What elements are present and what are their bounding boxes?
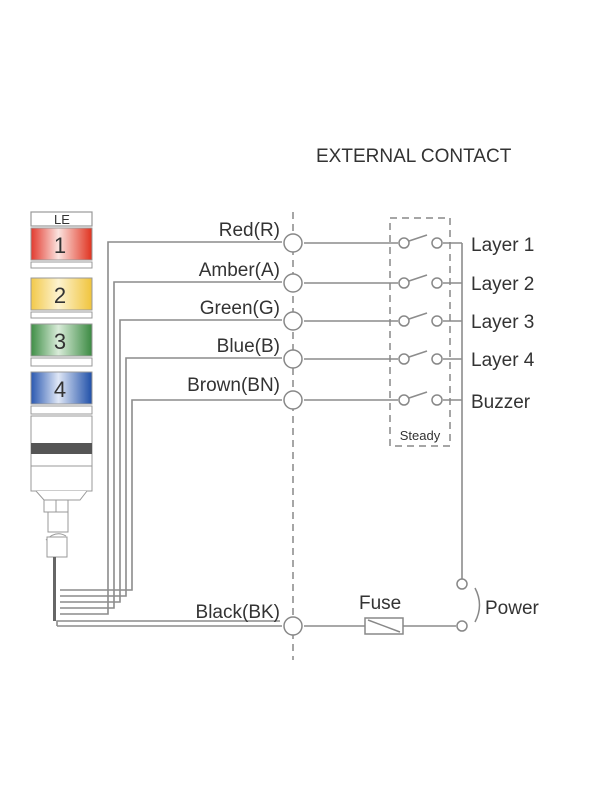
switch-wires xyxy=(304,242,463,627)
signal-tower: LE 1 2 3 4 xyxy=(30,211,93,621)
power-terminal-bottom xyxy=(456,620,468,632)
switch-layer-1 xyxy=(398,234,443,249)
tower-layer-3-number: 3 xyxy=(54,329,66,354)
tower-cap xyxy=(30,211,93,227)
wire-green xyxy=(60,319,282,603)
wire-label-black: Black(BK) xyxy=(196,602,280,623)
terminal-red xyxy=(283,233,303,253)
tower-layer-1-number: 1 xyxy=(54,233,66,258)
tower-separator xyxy=(30,261,93,269)
terminals xyxy=(283,233,303,636)
wires xyxy=(56,241,282,627)
switch-layer-4 xyxy=(398,350,443,365)
wire-label-blue: Blue(B) xyxy=(217,336,280,357)
output-label-layer-2: Layer 2 xyxy=(471,274,534,295)
terminal-brown xyxy=(283,390,303,410)
svg-text:LE: LE xyxy=(54,212,70,227)
terminal-amber xyxy=(283,273,303,293)
output-label-layer-1: Layer 1 xyxy=(471,235,534,256)
fuse-symbol xyxy=(364,617,404,635)
cable xyxy=(53,557,56,621)
tower-layer-2-number: 2 xyxy=(54,283,66,308)
tower-layer-2 xyxy=(30,277,93,311)
tower-separator xyxy=(30,311,93,319)
terminal-blue xyxy=(283,349,303,369)
steady-label: Steady xyxy=(400,428,441,443)
power-bracket xyxy=(474,587,481,623)
tower-separator xyxy=(30,405,93,415)
wire-label-amber: Amber(A) xyxy=(199,260,280,281)
switches xyxy=(398,234,443,406)
tower-layer-1 xyxy=(30,227,93,261)
power-label: Power xyxy=(485,598,540,619)
steady-contact-box xyxy=(389,217,451,447)
tower-layer-4-number: 4 xyxy=(54,377,66,402)
wire-brown xyxy=(60,399,282,591)
output-label-buzzer: Buzzer xyxy=(471,392,531,413)
wire-label-brown: Brown(BN) xyxy=(187,375,280,396)
wire-amber xyxy=(60,281,282,609)
power-terminal-top xyxy=(456,578,468,590)
output-label-layer-4: Layer 4 xyxy=(471,350,535,371)
terminal-green xyxy=(283,311,303,331)
cable-break xyxy=(46,536,68,558)
tower-layer-3 xyxy=(30,323,93,357)
fuse-label: Fuse xyxy=(359,593,401,614)
switch-layer-2 xyxy=(398,274,443,289)
terminal-black xyxy=(283,616,303,636)
switch-buzzer xyxy=(398,391,443,406)
tower-layer-4 xyxy=(30,371,93,405)
wire-red xyxy=(60,241,282,615)
diagram-title: EXTERNAL CONTACT xyxy=(316,146,512,167)
wire-blue xyxy=(60,357,282,597)
wire-label-green: Green(G) xyxy=(200,298,280,319)
tower-separator xyxy=(30,357,93,367)
output-label-layer-3: Layer 3 xyxy=(471,312,534,333)
tower-buzzer-band xyxy=(31,443,92,454)
wire-label-red: Red(R) xyxy=(219,220,280,241)
switch-layer-3 xyxy=(398,312,443,327)
